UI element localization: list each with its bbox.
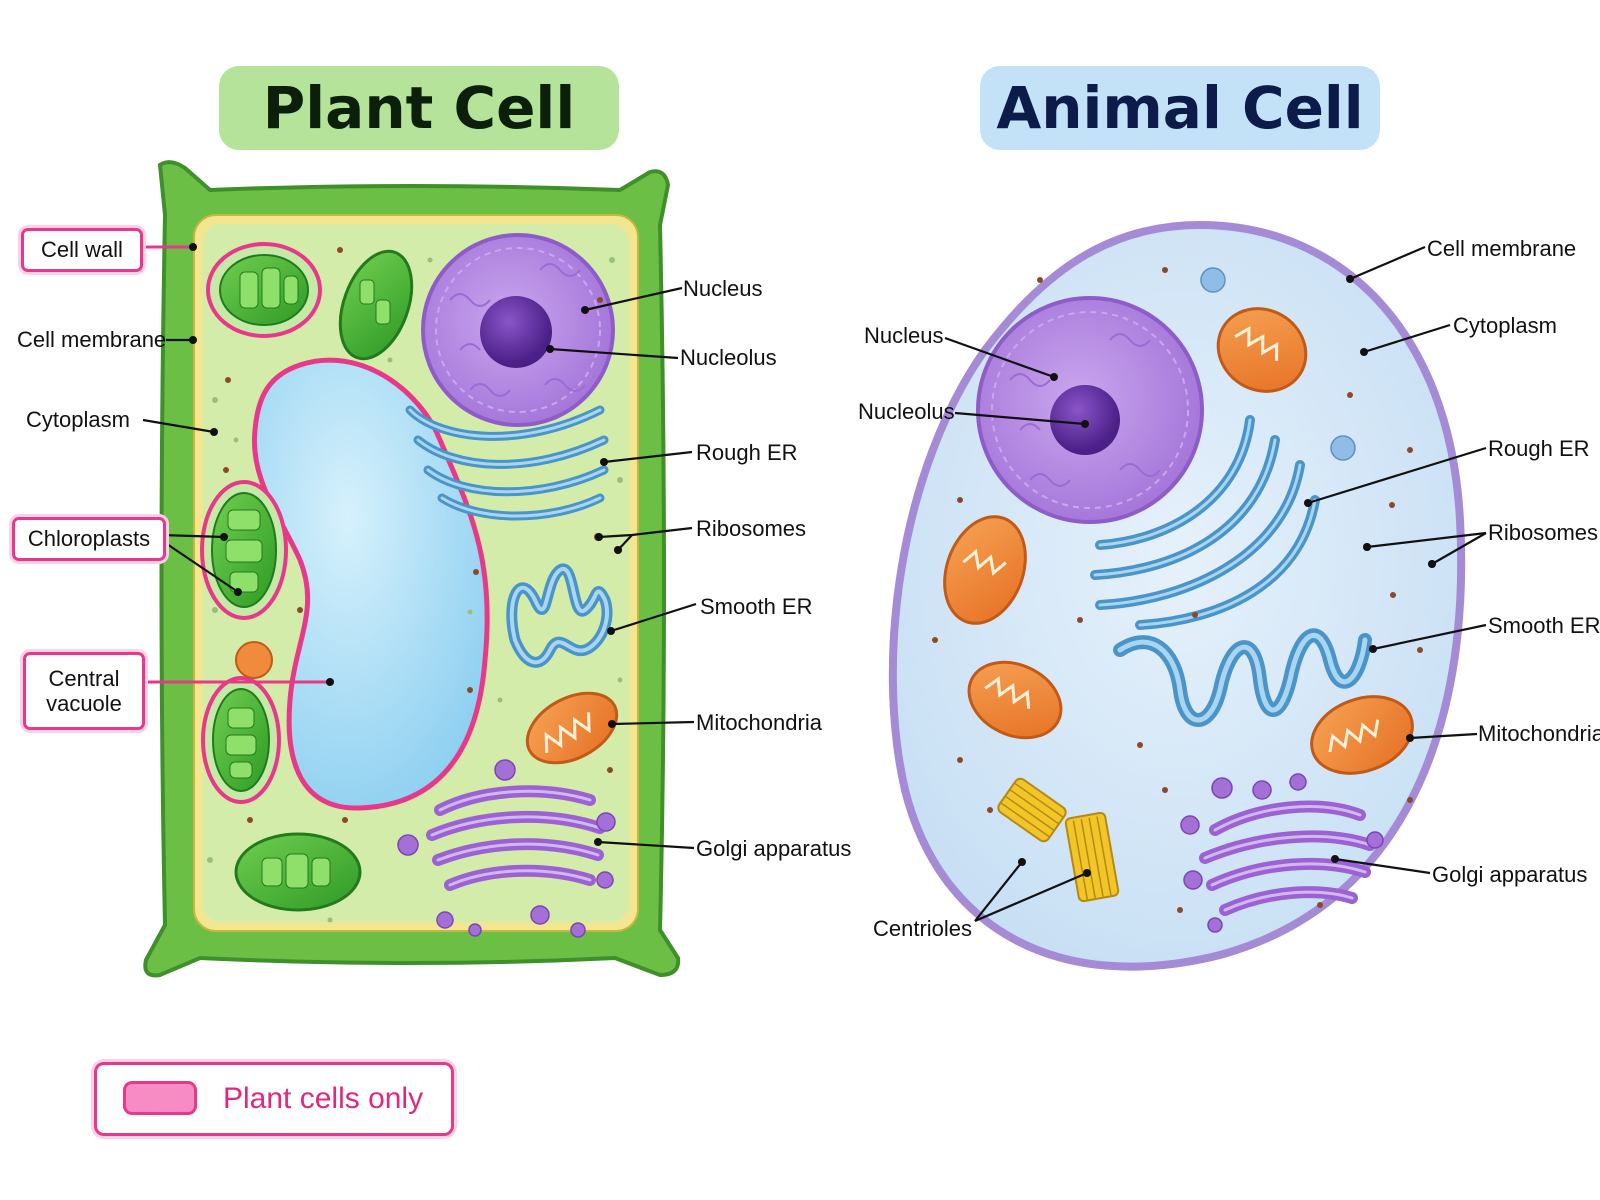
- plant-mitochondrion: [525, 691, 619, 765]
- animal-cell: [888, 220, 1466, 971]
- plant-peroxisome: [235, 641, 273, 679]
- plant-label-cytoplasm: Cytoplasm: [26, 407, 130, 432]
- animal-label-nucleolus: Nucleolus: [858, 399, 955, 424]
- plant-cell: [143, 160, 681, 978]
- plant-label-central-vacuole-line2: vacuole: [46, 691, 122, 716]
- animal-mitochondrion-3: [967, 660, 1063, 740]
- plant-label-nucleolus: Nucleolus: [680, 345, 777, 370]
- chloroplast-3: [200, 480, 288, 620]
- plant-cell-title: Plant Cell: [219, 66, 619, 150]
- animal-label-golgi: Golgi apparatus: [1432, 862, 1588, 887]
- animal-golgi-inner: [1203, 805, 1372, 912]
- plant-label-rough-er: Rough ER: [696, 440, 798, 465]
- animal-label-ribosomes: Ribosomes: [1488, 520, 1599, 545]
- legend-label: Plant cells only: [223, 1082, 424, 1115]
- plant-label-central-vacuole-line1: Central: [48, 665, 120, 691]
- chloroplast-5: [234, 832, 362, 912]
- animal-centriole-1: [997, 777, 1067, 843]
- chloroplast-1: [206, 242, 322, 338]
- plant-label-nucleus: Nucleus: [683, 276, 763, 301]
- animal-label-smooth-er: Smooth ER: [1488, 613, 1600, 638]
- chloroplast-4: [201, 676, 281, 804]
- animal-label-nucleus: Nucleus: [864, 323, 944, 348]
- animal-label-cytoplasm: Cytoplasm: [1453, 313, 1557, 338]
- animal-centriole-2: [1064, 811, 1120, 903]
- animal-mitochondrion-4: [1310, 695, 1414, 775]
- plant-label-golgi: Golgi apparatus: [696, 836, 852, 861]
- animal-vesicles: [1200, 267, 1356, 461]
- plant-label-chloroplasts: Chloroplasts: [12, 517, 166, 561]
- plant-label-ribosomes: Ribosomes: [696, 516, 807, 541]
- legend: Plant cells only: [94, 1062, 454, 1136]
- animal-nucleus: [976, 296, 1204, 524]
- plant-label-cell-wall: Cell wall: [21, 228, 143, 272]
- animal-smooth-er: [1113, 628, 1372, 727]
- plant-label-central-vacuole: Central vacuole: [23, 652, 145, 730]
- plant-smooth-er: [506, 563, 613, 668]
- plant-golgi-inner: [430, 789, 602, 887]
- plant-golgi-vesicles: [397, 759, 616, 938]
- animal-label-rough-er: Rough ER: [1488, 436, 1590, 461]
- plant-cytoplasm-specks: [207, 257, 623, 923]
- animal-cell-title: Animal Cell: [980, 66, 1380, 150]
- leader-dots: [189, 243, 1436, 877]
- animal-label-mitochondria: Mitochondria: [1478, 721, 1600, 746]
- plant-label-smooth-er: Smooth ER: [700, 594, 813, 619]
- legend-swatch: [123, 1081, 197, 1115]
- chloroplast-2: [338, 249, 414, 361]
- animal-golgi-vesicles: [1180, 773, 1384, 933]
- plant-label-cell-membrane: Cell membrane: [17, 327, 167, 352]
- animal-mitochondrion-1: [1216, 307, 1308, 393]
- plant-nucleus: [421, 233, 615, 427]
- animal-mitochondrion-2: [943, 515, 1027, 625]
- leader-lines: [138, 245, 1487, 923]
- plant-rough-er-inner: [408, 408, 606, 518]
- animal-label-cell-membrane: Cell membrane: [1427, 236, 1577, 261]
- animal-label-centrioles: Centrioles: [873, 916, 973, 941]
- plant-label-mitochondria: Mitochondria: [696, 710, 822, 735]
- animal-rough-er-inner: [1093, 418, 1317, 627]
